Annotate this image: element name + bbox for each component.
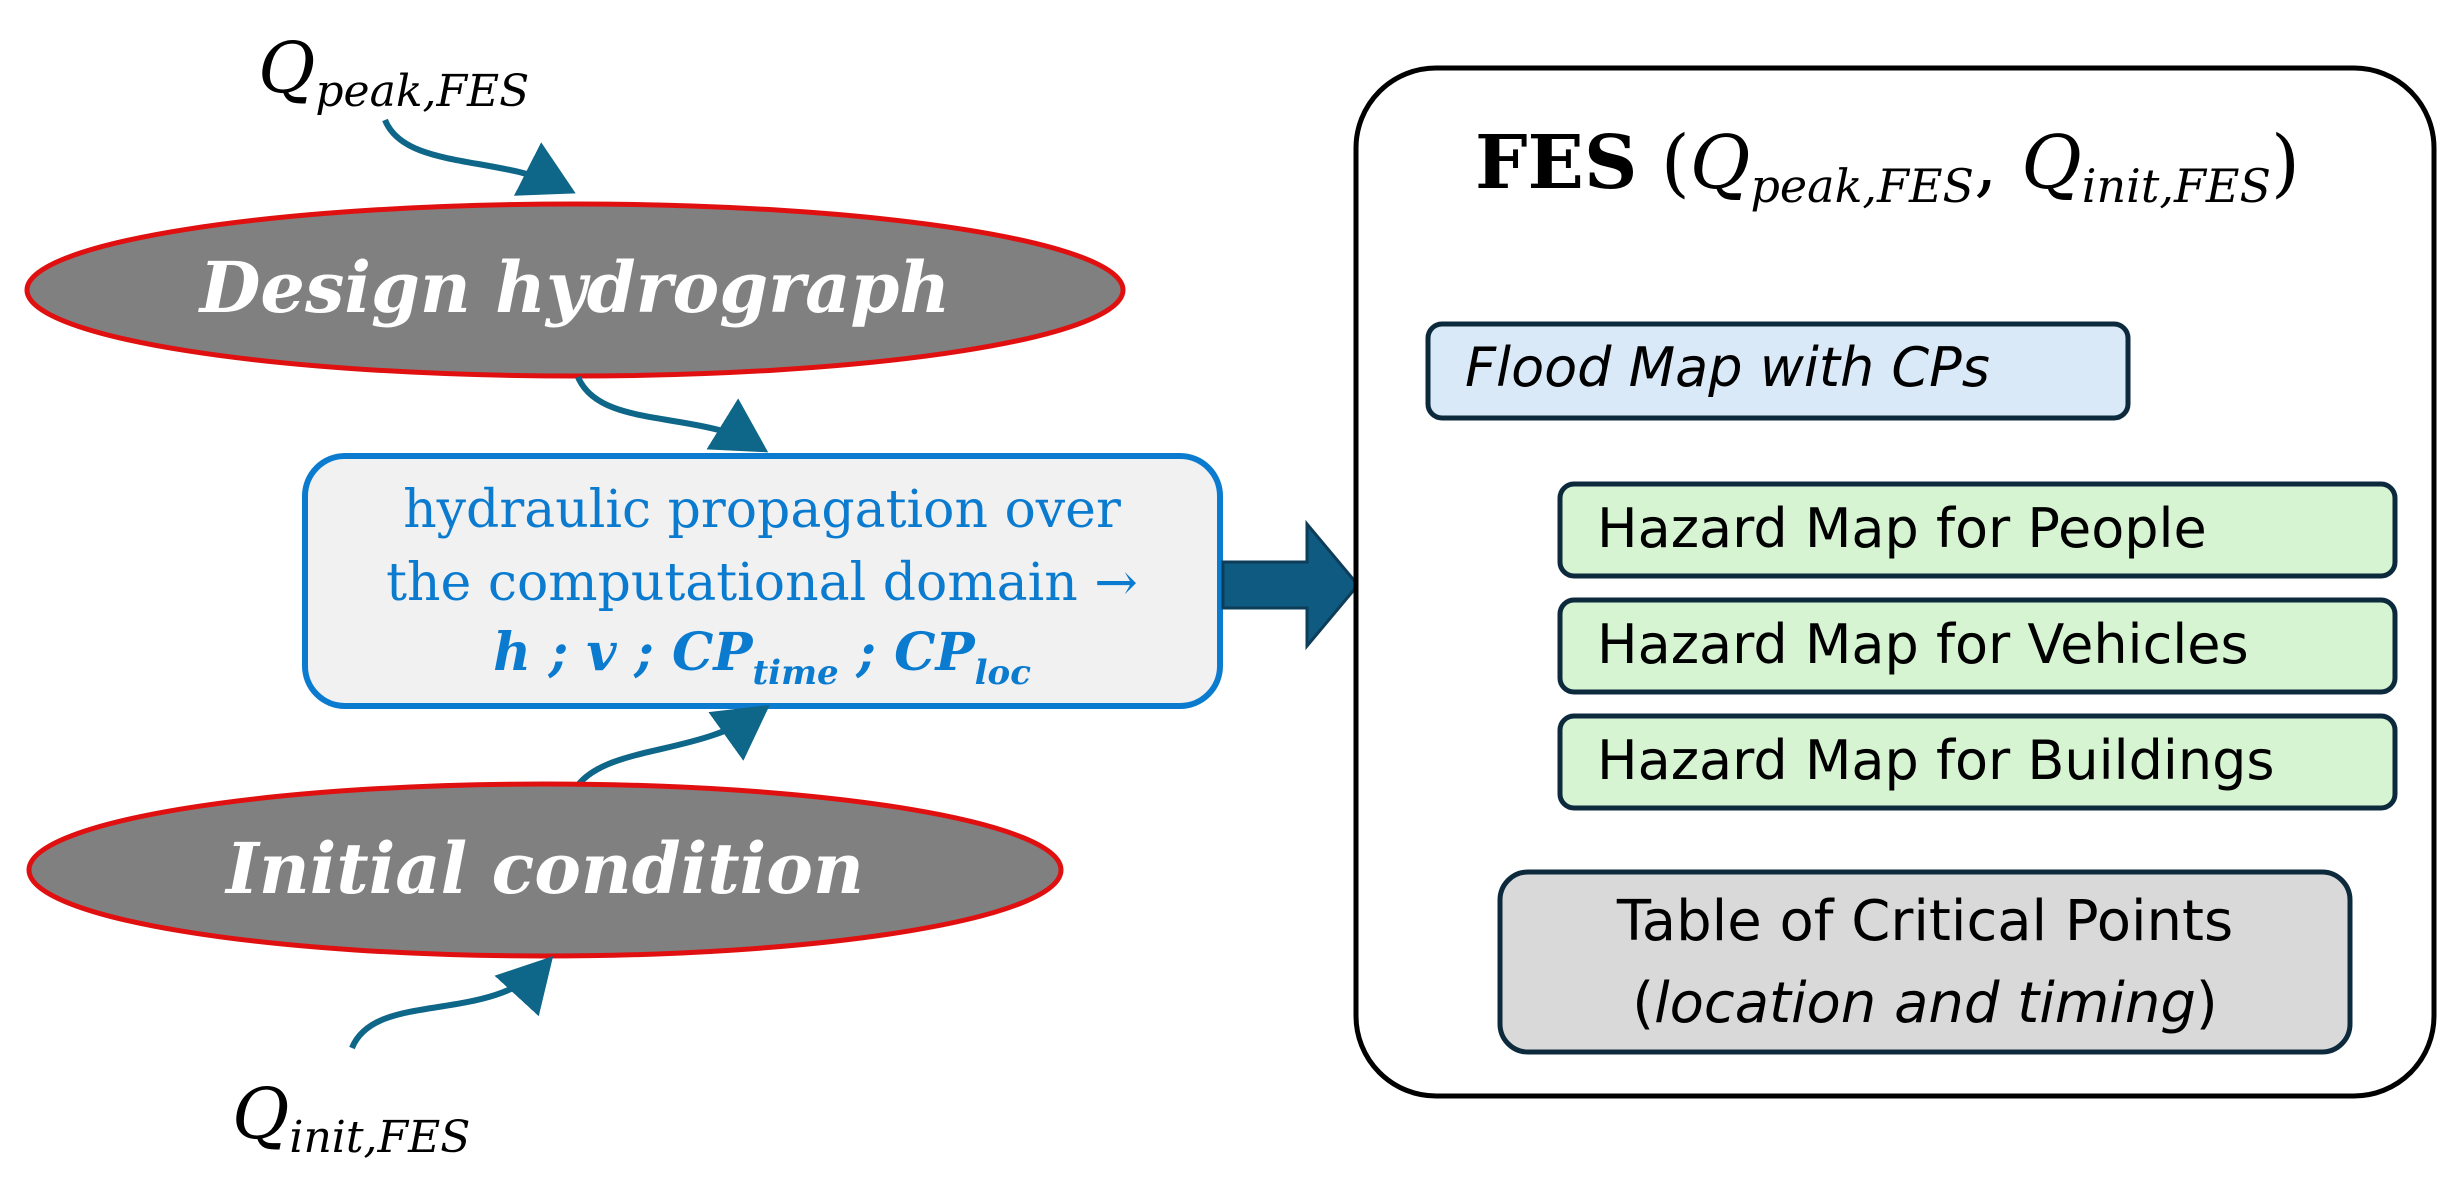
initial-condition-label: Initial condition (224, 827, 864, 910)
q-init-label: Qinit,FES (232, 1073, 470, 1163)
critical-points-subtitle: (location and timing) (1632, 971, 2218, 1036)
peak-to-hydrograph-connector (382, 118, 576, 196)
init-to-condition-connector (349, 956, 554, 1050)
flood-map-label: Flood Map with CPs (1465, 336, 1990, 399)
design-hydrograph-label: Design hydrograph (198, 246, 951, 329)
hazard-buildings-label: Hazard Map for Buildings (1597, 729, 2275, 792)
hazard-buildings-box (1557, 713, 2398, 811)
critical-points-table-output: Table of Critical Points (location and t… (1497, 869, 2353, 1055)
initial-condition-node: Initial condition (26, 781, 1064, 959)
design-hydrograph-node: Design hydrograph (24, 201, 1126, 379)
hazard-vehicles-output: Hazard Map for Vehicles (1557, 597, 2398, 695)
propagation-outputs: h ; v ; CPtime ; CPloc (493, 622, 1031, 693)
hydrograph-to-propagation-connector (575, 375, 769, 453)
initial-to-propagation-connector (575, 705, 770, 787)
hazard-vehicles-box (1557, 597, 2398, 695)
hazard-people-output: Hazard Map for People (1557, 481, 2398, 579)
propagation-line-1: hydraulic propagation over (403, 480, 1121, 540)
initial-condition-ellipse (26, 781, 1064, 959)
critical-points-title: Table of Critical Points (1616, 889, 2233, 954)
hazard-vehicles-label: Hazard Map for Vehicles (1597, 613, 2249, 676)
hazard-people-box (1557, 481, 2398, 579)
output-cp-loc: CP (894, 622, 976, 683)
critical-points-box (1497, 869, 2353, 1055)
output-v: v (586, 622, 617, 683)
hazard-buildings-output: Hazard Map for Buildings (1557, 713, 2398, 811)
propagation-to-fes-arrow (1221, 519, 1360, 651)
flood-map-output: Flood Map with CPs (1425, 321, 2131, 421)
flood-map-box (1425, 321, 2131, 421)
propagation-line-2: the computational domain → (386, 553, 1138, 613)
fes-panel-title: FES (Qpeak,FES, Qinit,FES) (1475, 120, 2300, 213)
q-peak-label: Qpeak,FES (258, 27, 529, 117)
propagation-node: hydraulic propagation over the computati… (302, 453, 1223, 709)
output-h: h (493, 622, 531, 683)
fes-panel: FES (Qpeak,FES, Qinit,FES) Flood Map wit… (1353, 65, 2437, 1099)
output-cp-time: CP (672, 622, 754, 683)
hazard-people-label: Hazard Map for People (1597, 497, 2207, 560)
design-hydrograph-ellipse (24, 201, 1126, 379)
